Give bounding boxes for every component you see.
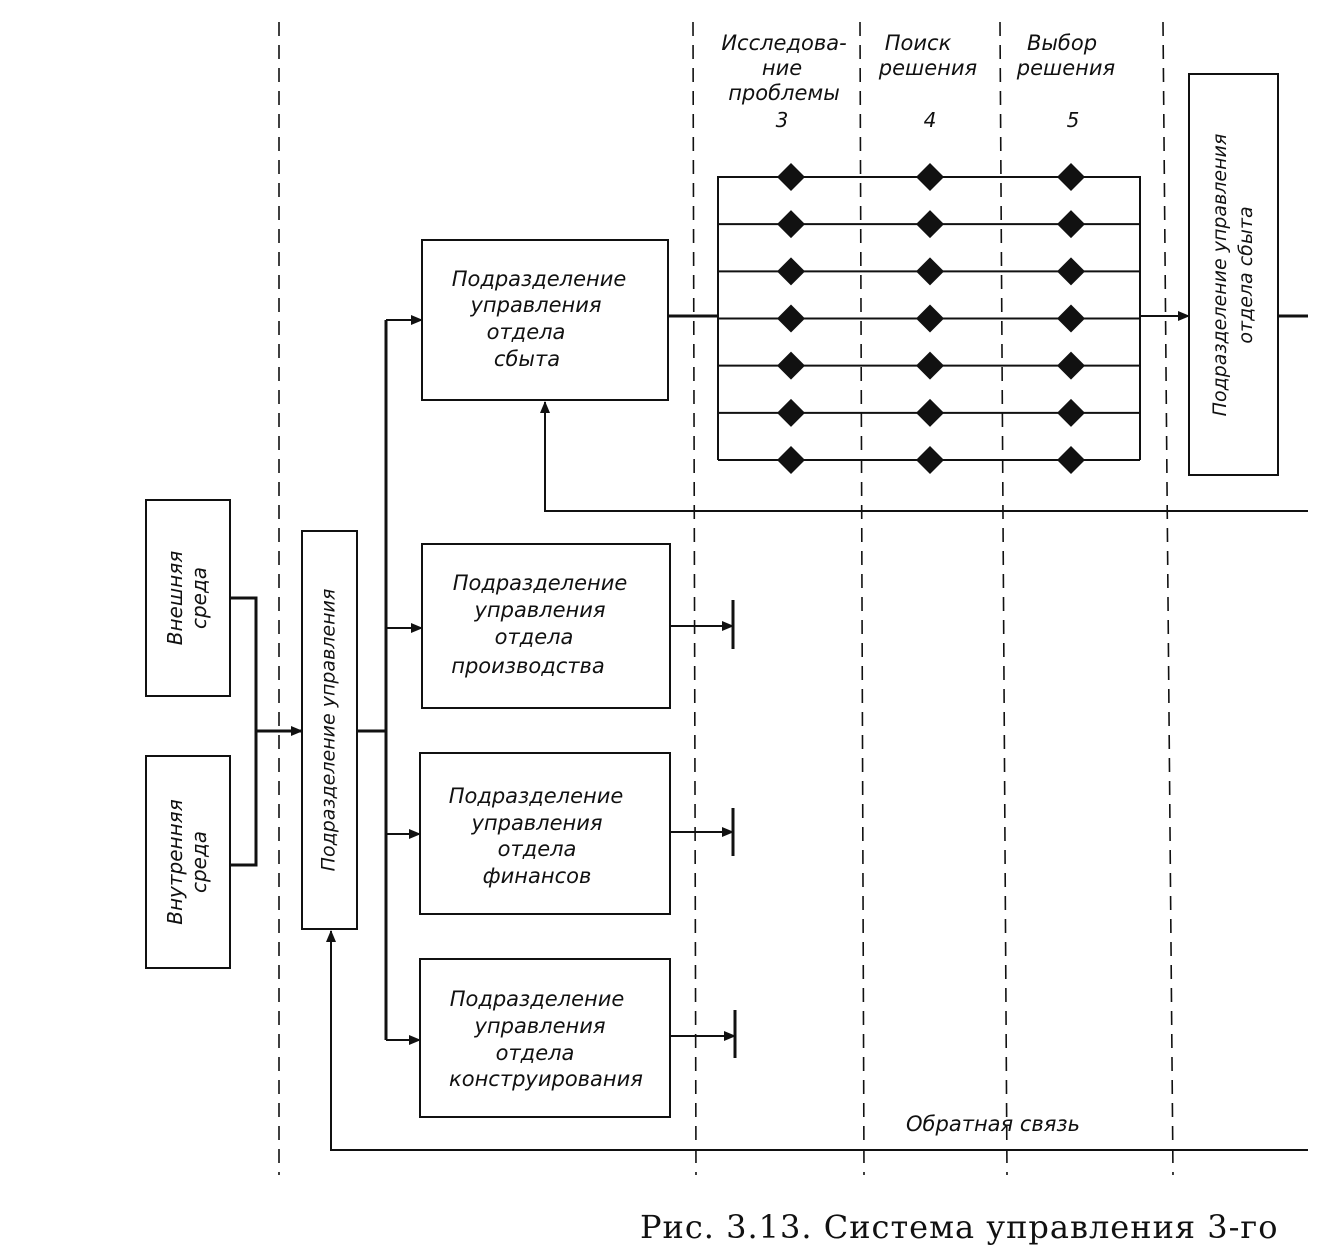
sales-feedback-loop [540, 401, 1308, 512]
stage-header-5: Выбор решения 5 [1016, 31, 1115, 132]
department-label-line: отдела [498, 837, 577, 861]
external-environment-label: Внешняя [163, 551, 187, 646]
department-label-line: Подразделение [453, 571, 628, 595]
department-design: Подразделение управления отдела конструи… [419, 958, 671, 1118]
terminated-outputs [670, 600, 737, 1058]
department-label-line: управления [473, 598, 605, 622]
department-sales: Подразделение управления отдела сбыта [421, 239, 669, 401]
main-feedback-loop: Обратная связь [326, 930, 1308, 1151]
external-environment-label: среда [187, 567, 211, 629]
stage-divider [859, 21, 865, 1176]
environment-connectors [230, 596, 303, 867]
decision-node [777, 446, 805, 474]
decision-node [916, 163, 944, 191]
figure-caption: Рис. 3.13. Система управления 3-го [640, 1208, 1279, 1246]
decision-node [777, 257, 805, 286]
feedback-label: Обратная связь [906, 1112, 1080, 1136]
decision-node [777, 398, 805, 427]
department-finance: Подразделение управления отдела финансов [419, 752, 671, 915]
distribution-bus [357, 315, 423, 1045]
stage-divider [692, 21, 697, 1176]
department-label-line: производства [451, 654, 605, 678]
decision-node [777, 210, 805, 239]
stage-label-line: решения [1016, 56, 1115, 80]
decision-node [1057, 351, 1085, 380]
decision-node [1057, 210, 1085, 239]
stage-dividers [278, 21, 1174, 1176]
department-label-line: Подразделение [452, 267, 627, 291]
department-label-line: отдела [496, 1041, 575, 1065]
department-label-line: финансов [483, 864, 592, 888]
stage-divider [999, 21, 1008, 1176]
stage-header-3: Исследова- ние проблемы 3 [721, 31, 846, 132]
external-environment-box: Внешняя среда [145, 499, 231, 697]
decision-node [1057, 304, 1085, 333]
department-label-line: Подразделение [450, 987, 625, 1011]
decision-node [916, 304, 944, 333]
central-management-label: Подразделение управления [318, 589, 340, 872]
decision-node [916, 446, 944, 474]
decision-node [1057, 446, 1085, 474]
decision-node [916, 398, 944, 427]
department-label-line: сбыта [494, 347, 560, 371]
stage-label-line: ние [762, 56, 802, 80]
stage-divider [1162, 21, 1174, 1176]
department-label-line: отдела [487, 320, 566, 344]
decision-node [1057, 257, 1085, 286]
internal-environment-label: Внутренняя [163, 799, 187, 925]
department-label-line: управления [473, 1014, 605, 1038]
stage-label-line: проблемы [728, 81, 840, 105]
department-production: Подразделение управления отдела производ… [421, 543, 671, 709]
decision-node [916, 257, 944, 286]
stage-header-4: Поиск решения 4 [878, 31, 977, 132]
output-unit-label: отдела сбыта [1235, 206, 1257, 343]
department-label-line: управления [470, 811, 602, 835]
department-label-line: отдела [495, 625, 574, 649]
decision-matrix [717, 163, 1141, 474]
decision-node [777, 351, 805, 380]
stage-label-line: Выбор [1027, 31, 1097, 55]
internal-environment-box: Внутренняя среда [145, 755, 231, 969]
decision-node [777, 304, 805, 333]
stage-label-line: решения [878, 56, 977, 80]
decision-node [916, 351, 944, 380]
department-label-line: Подразделение [449, 784, 624, 808]
internal-environment-label: среда [187, 831, 211, 893]
stage-number: 5 [1067, 108, 1080, 132]
output-sales-unit: Подразделение управления отдела сбыта [1188, 73, 1279, 476]
department-label-line: конструирования [449, 1067, 643, 1091]
stage-number: 3 [776, 108, 789, 132]
stage-label-line: Поиск [885, 31, 952, 55]
decision-node [1057, 163, 1085, 191]
decision-node [916, 210, 944, 239]
output-unit-label: Подразделение управления [1209, 134, 1231, 417]
stage-number: 4 [924, 108, 937, 132]
decision-node [777, 163, 805, 191]
central-management-unit: Подразделение управления [301, 530, 358, 930]
department-label-line: управления [469, 293, 601, 317]
stage-label-line: Исследова- [721, 31, 846, 55]
decision-node [1057, 398, 1085, 427]
